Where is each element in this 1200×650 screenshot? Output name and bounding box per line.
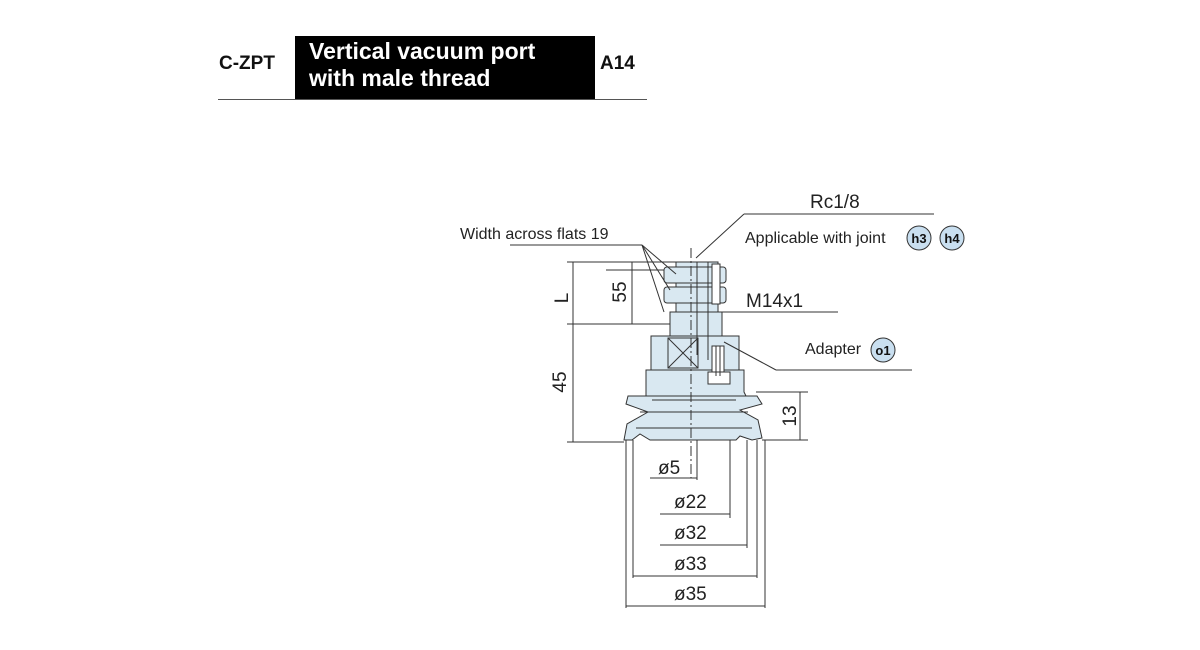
dim-d33: ø33: [674, 554, 707, 575]
svg-text:h3: h3: [911, 231, 926, 246]
dim-L: L: [552, 293, 573, 304]
adapter-badge: o1: [870, 337, 896, 363]
dim-d35: ø35: [674, 584, 707, 605]
dim-d32: ø32: [674, 523, 707, 544]
internal-details: [636, 262, 752, 429]
port-thread-label: Rc1/8: [810, 192, 860, 213]
dimension-lines: [567, 261, 808, 608]
joint-badge-h4: h4: [939, 225, 965, 251]
model-code: C-ZPT: [219, 53, 275, 74]
title-line-2: with male thread: [309, 65, 491, 91]
title-box: [295, 36, 595, 100]
dim-d5: ø5: [658, 458, 680, 479]
dim-45: 45: [550, 371, 571, 392]
dim-55: 55: [610, 281, 631, 302]
mount-thread-label: M14x1: [746, 291, 803, 312]
joint-badge-h3: h3: [906, 225, 932, 251]
bellows: [623, 395, 763, 441]
width-across-flats-label: Width across flats 19: [460, 226, 609, 243]
page-number: A14: [600, 53, 635, 74]
leader-lines: [510, 213, 934, 371]
dim-13: 13: [780, 405, 801, 426]
pad-body: [645, 369, 747, 397]
adapter-label: Adapter: [805, 341, 862, 358]
header-rule: [218, 99, 647, 100]
page-title: Vertical vacuum port with male thread: [309, 38, 535, 92]
svg-text:h4: h4: [944, 231, 960, 246]
svg-text:o1: o1: [875, 343, 890, 358]
dim-d22: ø22: [674, 492, 707, 513]
title-line-1: Vertical vacuum port: [309, 38, 536, 64]
applicable-joint-label: Applicable with joint: [745, 230, 886, 247]
neck: [669, 311, 723, 337]
